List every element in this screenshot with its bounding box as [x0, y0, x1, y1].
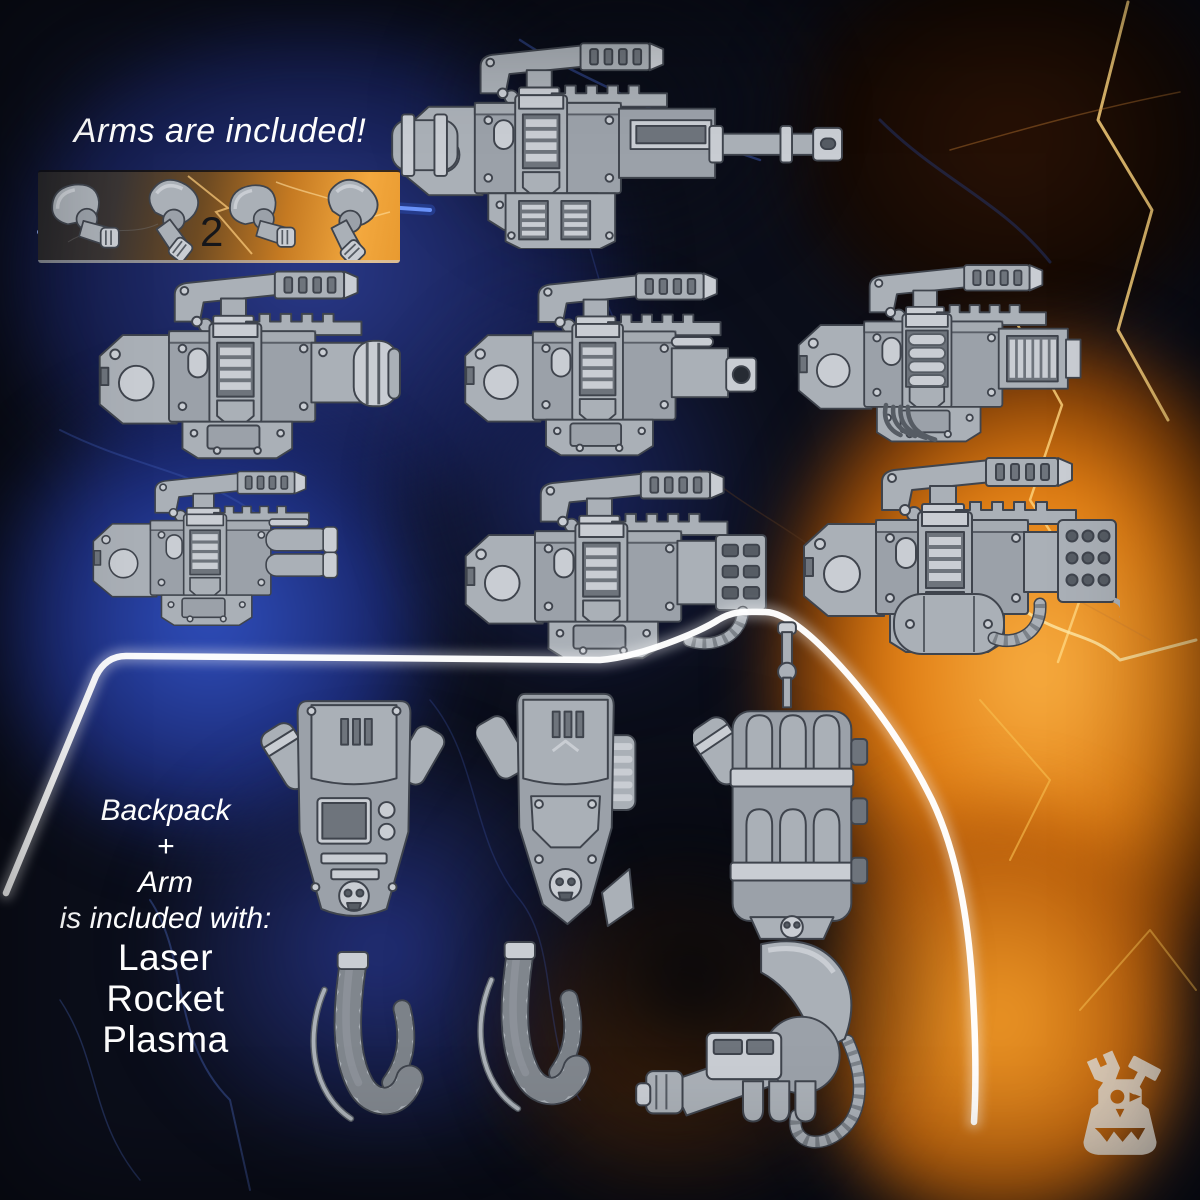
- weapon-plasma-gun: [786, 254, 1086, 447]
- weapon-name-plasma: Plasma: [102, 1019, 229, 1060]
- arm-bit-2: [113, 172, 231, 260]
- weapon-name-rocket: Rocket: [106, 978, 225, 1019]
- weapon-heavy-flamer: [790, 446, 1126, 658]
- backpack-armored: [474, 680, 658, 936]
- includes-text-block: Backpack + Arm is included with: Laser R…: [28, 793, 303, 1060]
- arm-bit-1: [42, 176, 124, 258]
- weapon-multi-melta: [82, 462, 344, 630]
- includes-line-backpack: Backpack: [100, 794, 231, 827]
- backpack-missiles: [690, 620, 881, 947]
- includes-line-plus: +: [156, 830, 175, 863]
- backpack-tech: [260, 683, 448, 931]
- weapon-name-laser: Laser: [117, 937, 214, 978]
- weapon-round-muzzle-gun: [86, 260, 404, 464]
- arms-included-headline: Arms are included!: [73, 112, 367, 150]
- weapon-lascannon: [452, 262, 762, 461]
- ork-skull-tools-logo: [1083, 1050, 1161, 1155]
- arm-bit-4: [288, 172, 400, 260]
- includes-line-with: is included with:: [59, 902, 272, 935]
- arms-strip: [38, 170, 400, 263]
- ammo-feed-hose-left: [296, 950, 438, 1149]
- arm-bit-3: [220, 177, 300, 257]
- weapon-vented-muzzle-gun: [452, 460, 770, 664]
- arm-with-grenade-pack: [612, 932, 884, 1174]
- ammo-feed-hose-right: [463, 940, 605, 1139]
- weapon-autocannon: [388, 26, 850, 250]
- arms-quantity-label: 2: [200, 208, 224, 255]
- includes-line-arm: Arm: [138, 866, 193, 899]
